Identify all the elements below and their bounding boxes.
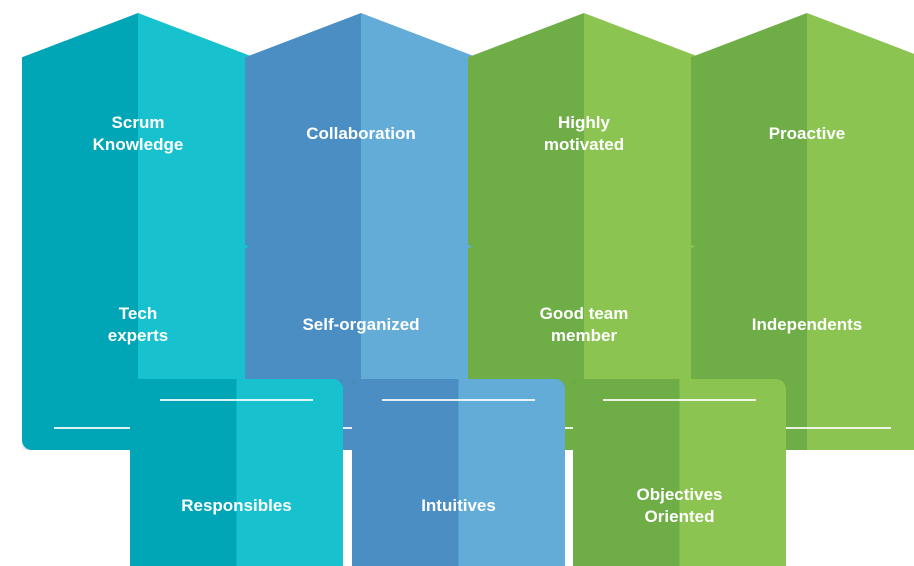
badge-label: Proactive: [768, 123, 846, 143]
badge-label: Intuitives: [421, 495, 496, 515]
badge-label: Independents: [751, 314, 863, 334]
badge-intuitives: Intuitives: [352, 379, 565, 566]
badge-label: Tech experts: [107, 303, 169, 345]
badge-label: Collaboration: [306, 123, 416, 143]
divider-line: [159, 399, 314, 401]
badge-label: Objectives Oriented: [636, 484, 723, 526]
badge-label: Scrum Knowledge: [92, 112, 184, 154]
badge-objectives-oriented: Objectives Oriented: [573, 379, 786, 566]
badge-label: Responsibles: [181, 495, 292, 515]
divider-line: [602, 399, 757, 401]
badge-responsibles: Responsibles: [130, 379, 343, 566]
badge-label: Self-organized: [302, 314, 420, 334]
divider-line: [381, 399, 536, 401]
divider-line: [723, 427, 891, 429]
badge-label: Good team member: [539, 303, 629, 345]
badge-label: Highly motivated: [543, 112, 625, 154]
